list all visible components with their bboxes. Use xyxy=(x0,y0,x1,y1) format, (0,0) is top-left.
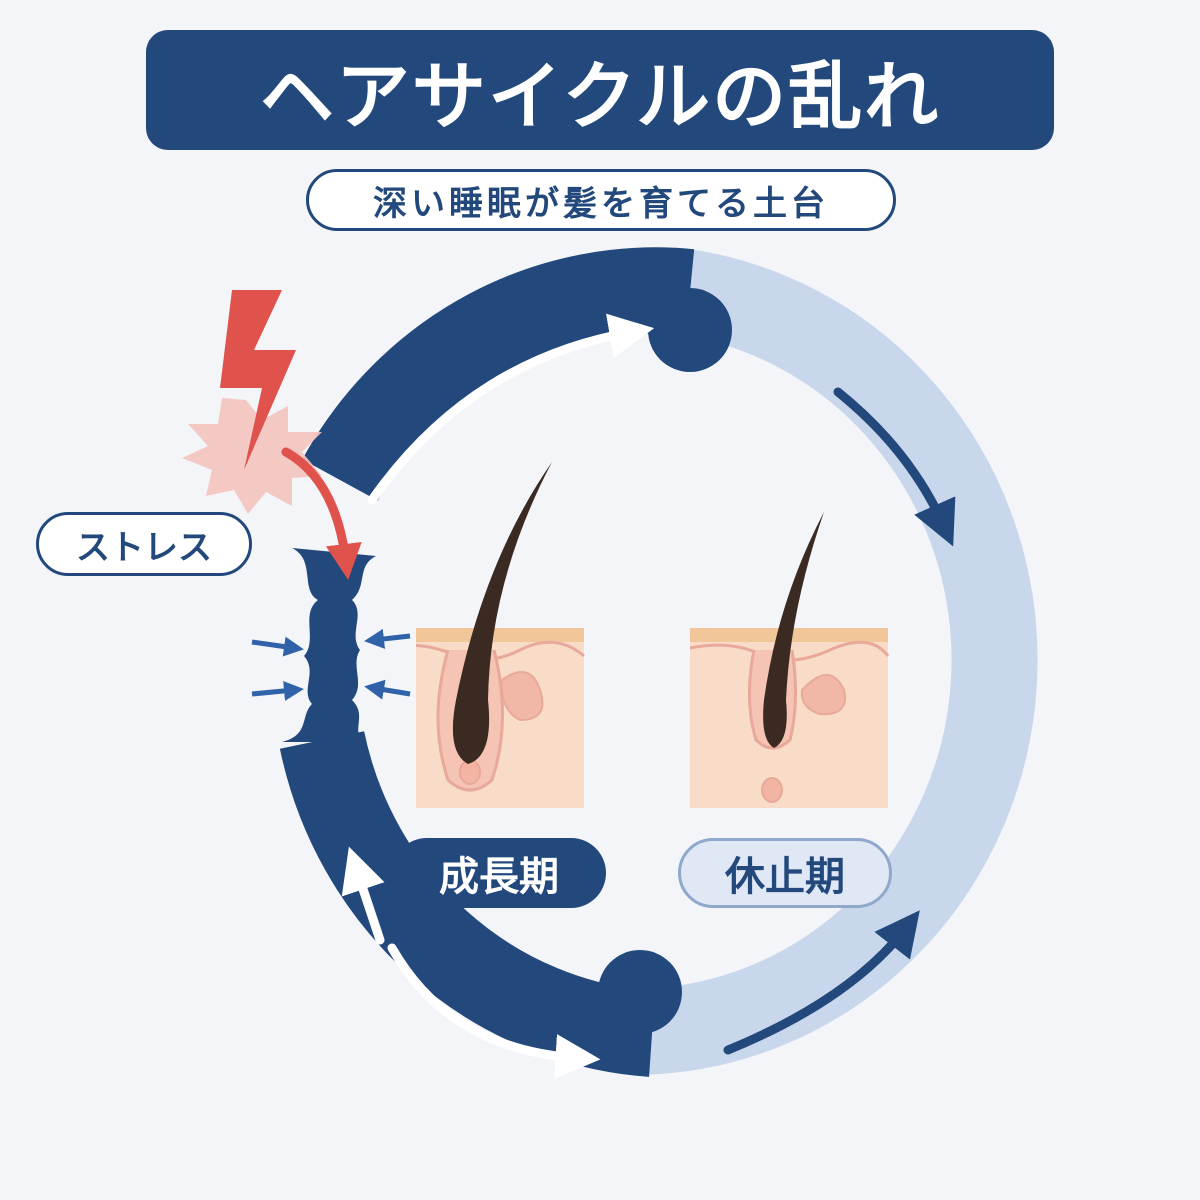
pressure-arrow-icon xyxy=(251,636,304,657)
pressure-arrow-icon xyxy=(364,679,411,700)
growth-phase-label: 成長期 xyxy=(392,838,606,908)
pressure-arrow-icon xyxy=(251,680,304,701)
stress-impact xyxy=(182,290,411,701)
phase-boundary-top xyxy=(648,288,732,372)
hair-strand xyxy=(452,462,552,764)
disrupted-segment xyxy=(282,548,376,742)
hair-strand xyxy=(763,512,824,748)
cycle-ring xyxy=(279,247,1038,1077)
stress-label: ストレス xyxy=(36,512,252,576)
cycle-arrow-icon xyxy=(723,910,920,1055)
cycle-arrow-icon xyxy=(341,846,385,945)
impact-burst-icon xyxy=(182,398,322,514)
resting-phase-label: 休止期 xyxy=(678,838,892,908)
cycle-arrow-icon xyxy=(367,313,655,505)
resting-phase-arc xyxy=(633,247,1038,1075)
cycle-arrow-icon xyxy=(387,943,601,1080)
stress-arrow-icon xyxy=(281,447,362,580)
cycle-arrows xyxy=(341,313,956,1080)
growth-phase-arc xyxy=(279,247,695,1077)
subtitle: 深い睡眠が髪を育てる土台 xyxy=(306,169,896,231)
lightning-icon xyxy=(220,290,296,470)
phase-boundary-bottom xyxy=(598,950,682,1034)
pressure-arrow-icon xyxy=(364,628,411,649)
cycle-arrow-icon xyxy=(833,387,956,547)
page-title: ヘアサイクルの乱れ xyxy=(146,30,1054,150)
